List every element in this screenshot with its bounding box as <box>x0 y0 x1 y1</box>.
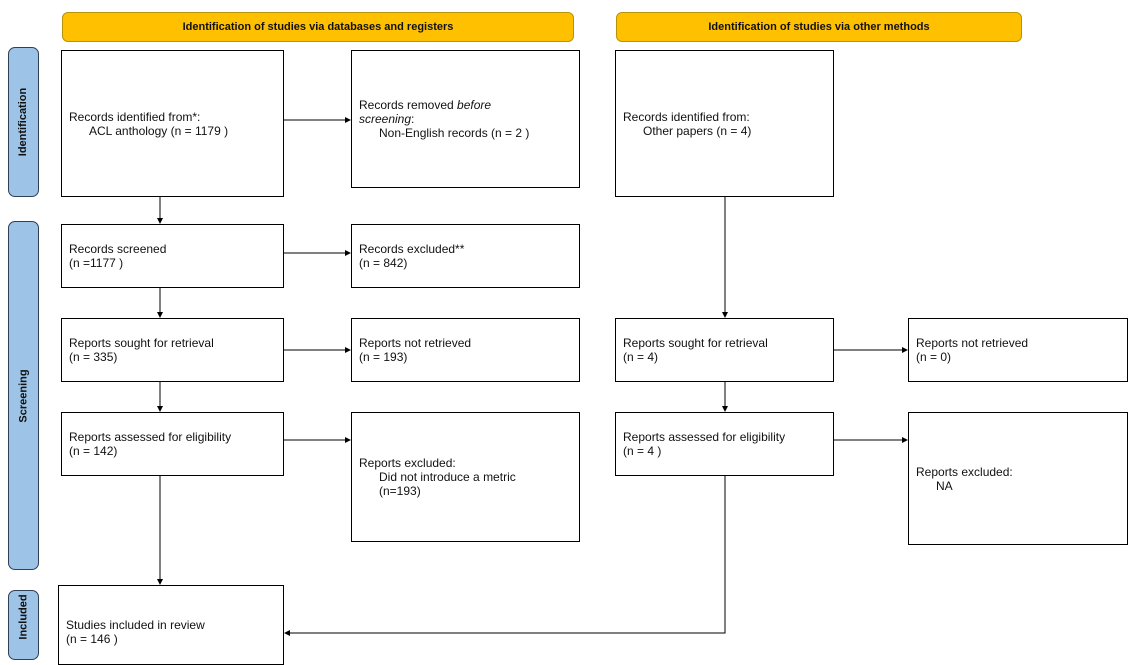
box-records-excluded: Records excluded** (n = 842) <box>351 224 580 288</box>
box-records-identified: Records identified from*: ACL anthology … <box>61 50 284 197</box>
box-studies-included: Studies included in review (n = 146 ) <box>58 585 284 665</box>
text: Studies included in review <box>66 618 205 632</box>
box-reports-excluded: Reports excluded: Did not introduce a me… <box>351 412 580 542</box>
text: Records excluded** <box>359 242 465 256</box>
text: Records removed <box>359 98 458 112</box>
box-other-excluded: Reports excluded: NA <box>908 412 1128 545</box>
box-other-identified: Records identified from: Other papers (n… <box>615 50 834 197</box>
text: Did not introduce a metric <box>379 470 516 484</box>
connector-arrows <box>157 117 908 636</box>
box-other-not-retrieved: Reports not retrieved (n = 0) <box>908 318 1128 382</box>
text: (n = 142) <box>69 444 118 458</box>
text: NA <box>936 478 953 493</box>
box-reports-sought: Reports sought for retrieval (n = 335) <box>61 318 284 382</box>
box-other-assessed: Reports assessed for eligibility (n = 4 … <box>615 412 834 476</box>
box-records-removed: Records removed before screening: Non-Eng… <box>351 50 580 188</box>
text: (n = 4) <box>623 350 659 364</box>
text: Reports excluded: <box>359 456 456 470</box>
text: Reports excluded: <box>916 464 1013 479</box>
text: (n = 193) <box>359 350 408 364</box>
box-records-screened: Records screened (n =1177 ) <box>61 224 284 288</box>
text: Records identified from*: <box>69 109 201 124</box>
header-databases-label: Identification of studies via databases … <box>182 21 454 33</box>
text: (n=193) <box>379 484 421 498</box>
text: before <box>457 98 492 112</box>
text: Records identified from: <box>623 109 750 124</box>
text: (n = 842) <box>359 256 408 270</box>
box-reports-not-retrieved: Reports not retrieved (n = 193) <box>351 318 580 382</box>
text: Reports assessed for eligibility <box>623 430 786 444</box>
text: (n = 4 ) <box>623 444 662 458</box>
text: (n = 335) <box>69 350 118 364</box>
text: (n = 146 ) <box>66 632 118 646</box>
arrow <box>284 476 726 636</box>
text: Reports not retrieved <box>359 336 472 350</box>
text: (n = 0) <box>916 350 952 364</box>
text: Reports not retrieved <box>916 336 1029 350</box>
box-reports-assessed: Reports assessed for eligibility (n = 14… <box>61 412 284 476</box>
header-databases: Identification of studies via databases … <box>62 12 574 42</box>
text: Non-English records (n = 2 ) <box>379 126 530 140</box>
text: (n =1177 ) <box>69 256 124 270</box>
text: screening <box>359 112 412 126</box>
text: Other papers (n = 4) <box>643 123 752 138</box>
phase-identification: Identification <box>8 47 39 197</box>
text: Records screened <box>69 242 167 256</box>
text: Reports sought for retrieval <box>69 336 214 350</box>
header-other-methods: Identification of studies via other meth… <box>616 12 1022 42</box>
box-other-sought: Reports sought for retrieval (n = 4) <box>615 318 834 382</box>
text: ACL anthology (n = 1179 ) <box>89 123 229 138</box>
phase-screening: Screening <box>8 221 39 570</box>
text: Reports assessed for eligibility <box>69 430 232 444</box>
header-other-label: Identification of studies via other meth… <box>708 21 930 33</box>
text: Records removed before screening: <box>359 98 572 126</box>
text: Reports sought for retrieval <box>623 336 768 350</box>
text: : <box>411 112 415 126</box>
